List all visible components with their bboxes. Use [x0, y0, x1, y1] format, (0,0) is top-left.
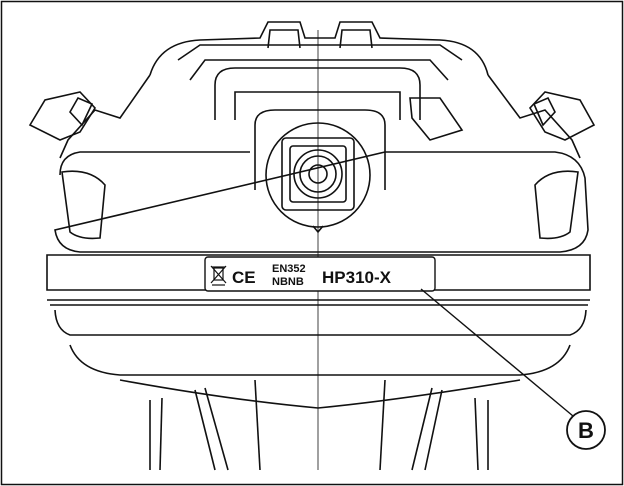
- helmet-main-body: [46, 151, 591, 409]
- helmet-shell-top: [28, 21, 596, 159]
- label-plate-frame: [204, 256, 436, 292]
- label-plate: CE EN352 NBNB HP310-X: [204, 256, 436, 292]
- callout-circle: [566, 410, 606, 450]
- camera-housing: [254, 109, 386, 234]
- model-number: HP310-X: [322, 268, 392, 287]
- callout-leader-line: [420, 288, 574, 417]
- ce-mark: CE: [232, 268, 256, 287]
- crossed-out-wheelie-bin-icon: [210, 265, 227, 286]
- callout-letter: B: [578, 418, 594, 443]
- standard-en352: EN352: [272, 263, 306, 275]
- lower-supports: [149, 379, 489, 471]
- standard-nbnb: NBNB: [272, 276, 304, 288]
